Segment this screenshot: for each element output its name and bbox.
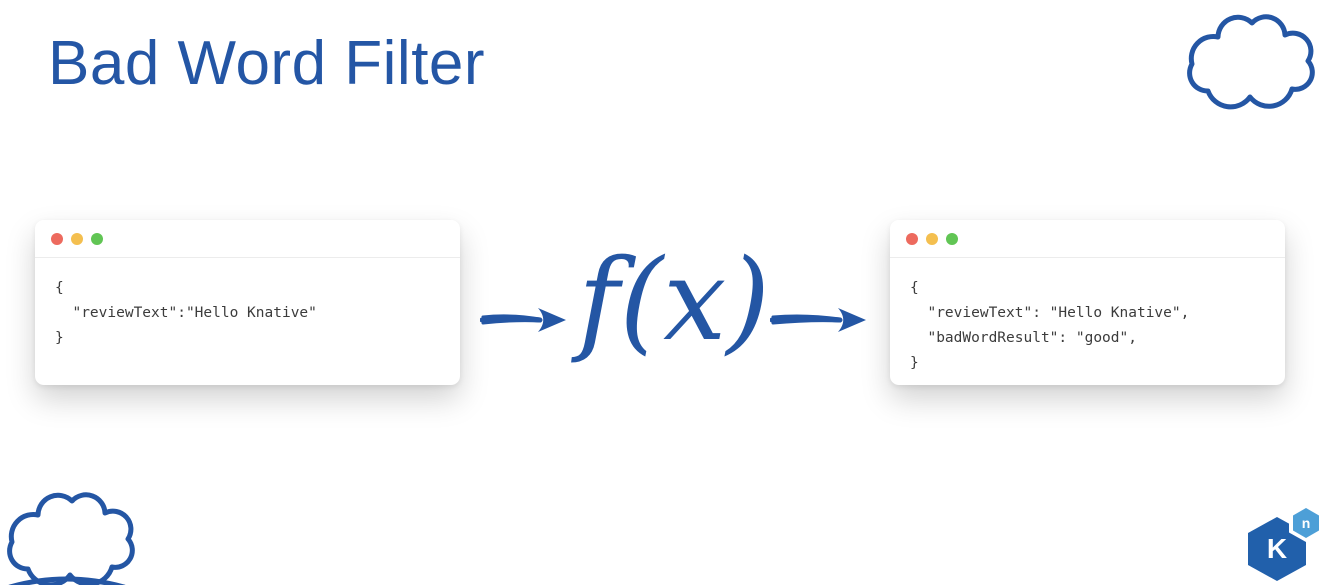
logo-k-letter: K [1266, 533, 1288, 564]
code-window-output: { "reviewText": "Hello Knative", "badWor… [890, 220, 1285, 385]
zoom-dot-icon [946, 232, 958, 245]
minimize-dot-icon [926, 232, 938, 245]
code-line: } [910, 355, 919, 371]
code-line: "badWordResult": "good", [910, 330, 1137, 346]
close-dot-icon [51, 232, 63, 245]
code-line: { [910, 280, 919, 296]
zoom-dot-icon [91, 232, 103, 245]
code-line: } [55, 330, 64, 346]
minimize-dot-icon [71, 232, 83, 245]
page-title: Bad Word Filter [48, 29, 486, 98]
code-block-output: { "reviewText": "Hello Knative", "badWor… [890, 258, 1285, 376]
code-window-input: { "reviewText":"Hello Knative" } [35, 220, 460, 385]
cloud-icon-top-right [1187, 14, 1315, 110]
window-titlebar [890, 220, 1285, 258]
window-titlebar [35, 220, 460, 258]
code-line: "reviewText":"Hello Knative" [55, 305, 317, 321]
arrow-right-icon-right [770, 308, 866, 332]
logo-n-letter: n [1301, 515, 1311, 531]
hexagon-n-inner: n [1293, 508, 1319, 538]
code-line: "reviewText": "Hello Knative", [910, 305, 1190, 321]
close-dot-icon [906, 232, 918, 245]
function-fx-label: f(x) [578, 236, 771, 366]
code-line: { [55, 280, 64, 296]
code-block-input: { "reviewText":"Hello Knative" } [35, 258, 460, 351]
arrow-right-icon-left [480, 308, 566, 332]
cloud-icon-bottom-left [7, 492, 135, 585]
